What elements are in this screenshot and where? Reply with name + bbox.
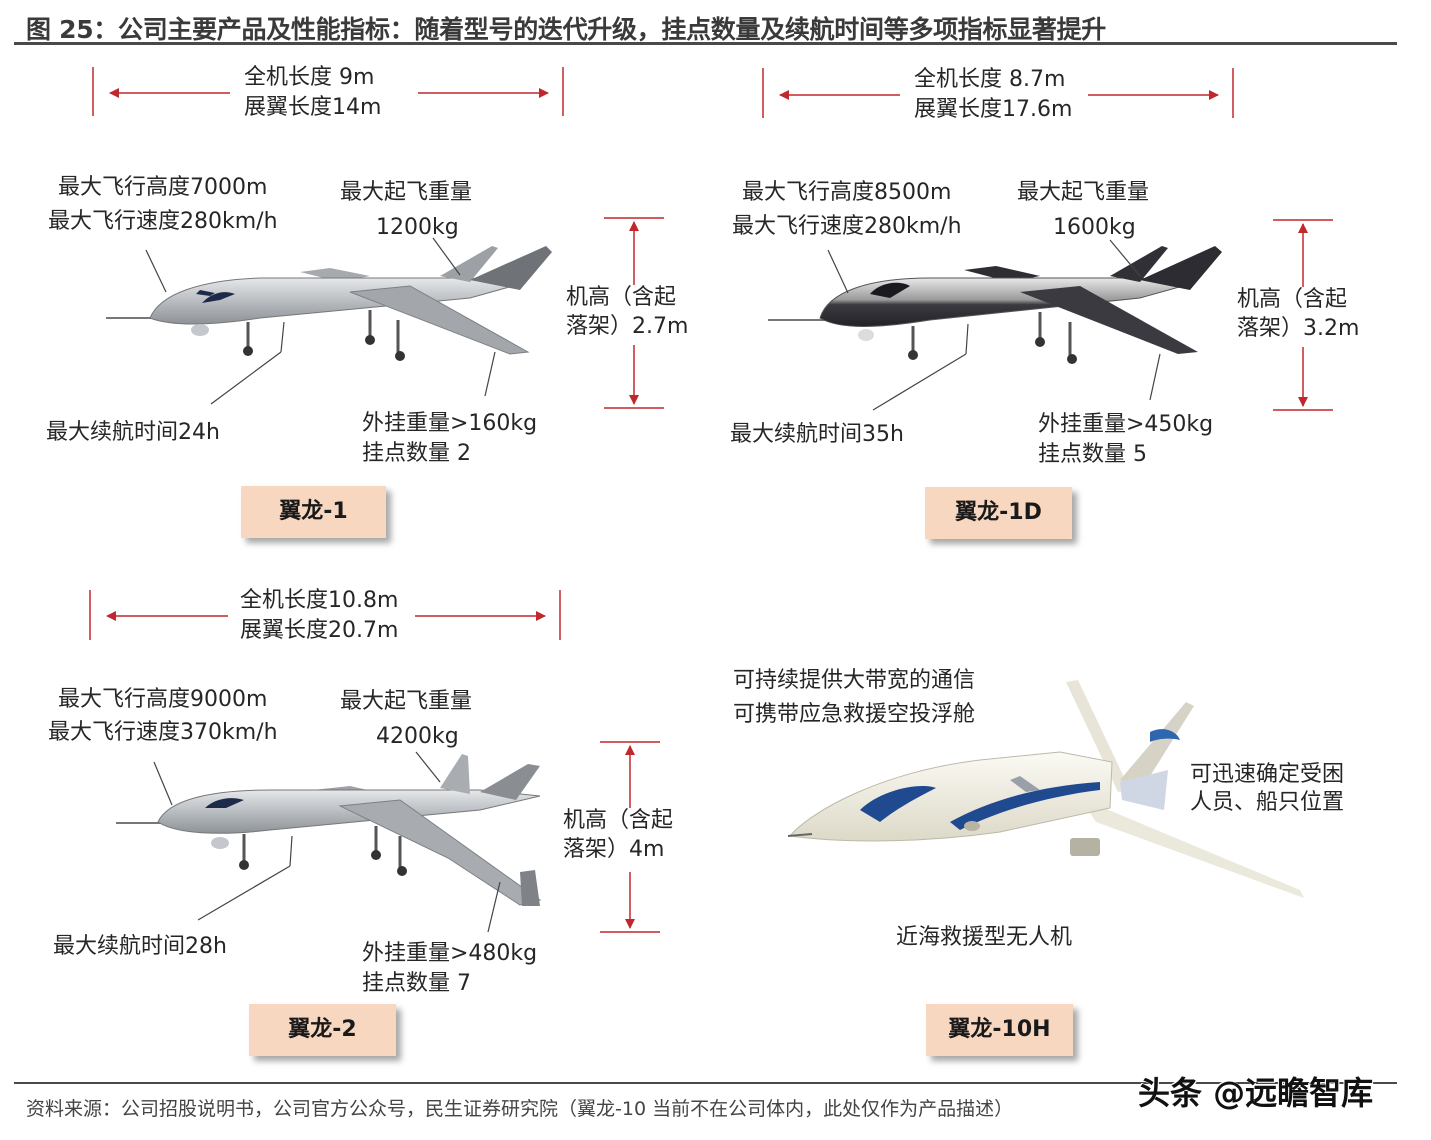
panel2-dimensions — [762, 68, 1333, 411]
panel3-altitude: 最大飞行高度9000m — [58, 687, 268, 712]
panel1-endurance: 最大续航时间24h — [46, 420, 220, 445]
panel4-desc-line2: 可携带应急救援空投浮舱 — [733, 702, 976, 727]
panel2-length: 全机长度 8.7m — [914, 67, 1066, 92]
panel1-payload: 外挂重量>160kg — [362, 411, 538, 436]
panel3-leaders — [153, 751, 501, 933]
panel3-hardpoints: 挂点数量 7 — [362, 971, 471, 996]
panel4-desc-line1: 可持续提供大带宽的通信 — [733, 668, 976, 693]
panel1-hardpoints: 挂点数量 2 — [362, 441, 471, 466]
panel2-endurance: 最大续航时间35h — [730, 422, 904, 447]
panel2-hardpoints: 挂点数量 5 — [1038, 442, 1147, 467]
panel3-length: 全机长度10.8m — [240, 588, 399, 613]
wing-loong-10h-drone — [787, 680, 1304, 898]
panel1-length: 全机长度 9m — [244, 65, 375, 90]
title-rule — [14, 42, 1397, 45]
panel4-caption: 近海救援型无人机 — [896, 925, 1073, 950]
panel3-speed: 最大飞行速度370km/h — [48, 720, 278, 745]
panel2-leaders — [827, 239, 1161, 411]
panel1-height-line1: 机高（含起 — [566, 285, 677, 310]
watermark: 头条 @远瞻智库 — [1138, 1074, 1374, 1112]
panel2-mtow-label: 最大起飞重量 — [1017, 180, 1150, 205]
panel1-altitude: 最大飞行高度7000m — [58, 175, 268, 200]
wing-loong-1-drone — [106, 246, 552, 361]
panel1-model-label: 翼龙-1 — [241, 486, 386, 538]
panel2-mtow-value: 1600kg — [1053, 215, 1136, 240]
panel3-mtow-label: 最大起飞重量 — [340, 689, 473, 714]
panel1-mtow-value: 1200kg — [376, 215, 459, 240]
panel4-model-label: 翼龙-10H — [926, 1004, 1073, 1056]
panel3-endurance: 最大续航时间28h — [53, 934, 227, 959]
panel2-speed: 最大飞行速度280km/h — [732, 214, 962, 239]
panel3-model-label: 翼龙-2 — [249, 1004, 396, 1056]
panel4-side-line2: 人员、船只位置 — [1190, 790, 1345, 815]
panel4-side-line1: 可迅速确定受困 — [1190, 762, 1345, 787]
panel1-span: 展翼长度14m — [244, 95, 382, 120]
panel1-mtow-label: 最大起飞重量 — [340, 180, 473, 205]
panel3-height-line1: 机高（含起 — [563, 808, 674, 833]
figure-title: 图 25：公司主要产品及性能指标：随着型号的迭代升级，挂点数量及续航时间等多项指… — [26, 15, 1106, 44]
panel2-span: 展翼长度17.6m — [914, 97, 1073, 122]
panel1-height-line2: 落架）2.7m — [566, 314, 689, 339]
panel2-altitude: 最大飞行高度8500m — [742, 180, 952, 205]
panel2-payload: 外挂重量>450kg — [1038, 412, 1214, 437]
panel2-height-line2: 落架）3.2m — [1237, 316, 1360, 341]
panel1-leaders — [145, 237, 496, 405]
panel2-height-line1: 机高（含起 — [1237, 287, 1348, 312]
panel1-dimensions — [92, 67, 664, 409]
source-note: 资料来源：公司招股说明书，公司官方公众号，民生证券研究院（翼龙-10 当前不在公… — [26, 1098, 1014, 1120]
panel3-mtow-value: 4200kg — [376, 724, 459, 749]
panel1-speed: 最大飞行速度280km/h — [48, 209, 278, 234]
panel3-span: 展翼长度20.7m — [240, 618, 399, 643]
wing-loong-1d-drone — [768, 246, 1222, 364]
panel3-payload: 外挂重量>480kg — [362, 941, 538, 966]
panel3-dimensions — [89, 590, 660, 933]
footer-rule — [14, 1082, 1397, 1084]
panel2-model-label: 翼龙-1D — [925, 487, 1072, 539]
wing-loong-2-drone — [116, 754, 542, 906]
panel3-height-line2: 落架）4m — [563, 837, 665, 862]
